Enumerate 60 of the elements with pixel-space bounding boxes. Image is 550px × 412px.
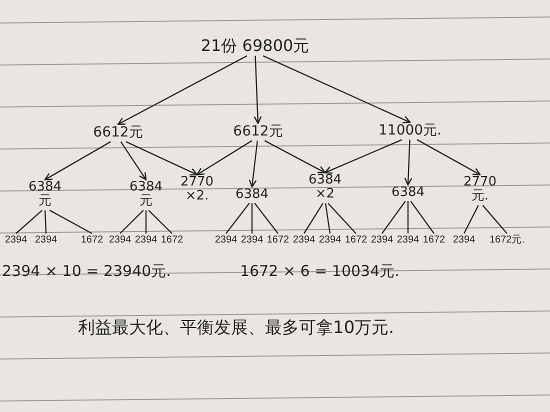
split-amount: 2770元. [463,176,497,204]
branch-line [148,210,172,234]
leaf-amount: 1672 [266,234,290,246]
branch-line [120,210,144,234]
arrow [196,140,252,176]
branch-line [145,210,147,234]
branch-line [226,202,250,234]
arrow [404,140,412,186]
branch-line [251,203,253,234]
split-amount: 11000元. [378,123,442,139]
branch-line [382,200,406,234]
arrow [117,55,248,125]
arrow [248,140,258,188]
leaf-amount: 1672 [160,234,184,246]
calculation-note: 1672 × 6 = 10034元. [240,262,400,281]
leaf-amount: 2394 [318,234,342,246]
branch-line [324,203,331,234]
leaf-amount: 2394 [108,234,132,246]
branch-line [328,202,356,234]
branch-line [49,210,92,234]
branch-line [482,204,508,234]
split-amount: 2770 ×2. [180,176,214,204]
branch-line [407,201,409,234]
leaf-amount: 2394 [452,234,476,246]
split-amount: 6384 [235,188,269,202]
branch-line [254,202,278,234]
arrow [416,139,481,176]
split-amount: 6612元 [93,125,143,141]
split-amount: 6612元 [233,124,283,140]
leaf-amount: 2394 [134,234,158,246]
branch-line [410,200,434,234]
arrow [44,141,111,180]
leaf-amount: 1672 [422,234,446,246]
leaf-amount: 1672元. [489,234,525,246]
leaf-amount: 1672 [80,234,104,246]
leaf-amount: 2394 [240,234,264,246]
leaf-amount: 2394 [214,234,238,246]
root-total: 21份 69800元 [200,37,310,55]
split-amount: 6384元 [28,180,62,210]
arrow [126,141,198,176]
arrow [324,139,402,174]
leaf-amount: 2394 [292,234,316,246]
leaf-amount: 2394 [34,234,58,246]
arrow [264,140,326,174]
split-amount: 6384 [391,186,425,200]
leaf-amount: 2394 [370,234,394,246]
arrow [120,141,147,180]
split-amount: 6384 ×2 [308,174,342,202]
split-amount: 6384元 [129,180,163,210]
arrow [254,56,262,124]
branch-line [463,205,479,234]
branch-line [304,202,324,234]
arrow [262,55,411,124]
conclusion-note: 利益最大化、平衡发展、最多可拿10万元. [78,317,394,339]
calculation-note: 2394 × 10 = 23940元. [2,262,171,281]
leaf-amount: 1672 [344,234,368,246]
leaf-amount: 2394 [396,234,420,246]
leaf-amount: 2394 [4,234,28,246]
branch-line [44,210,47,234]
branch-line [16,210,42,234]
